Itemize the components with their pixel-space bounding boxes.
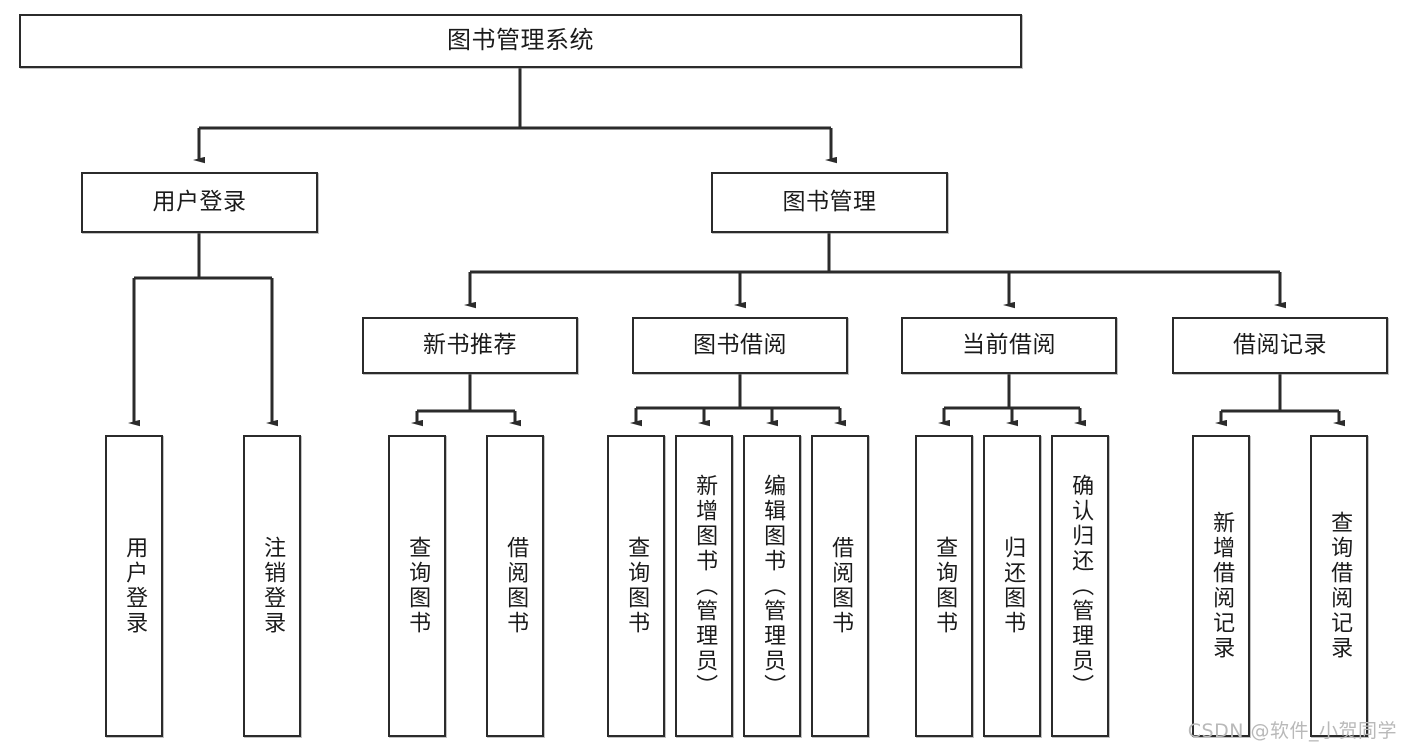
node-leaf-borrow-book[interactable]: 借阅图书	[811, 435, 869, 737]
node-book-manage[interactable]: 图书管理	[711, 172, 948, 233]
node-leaf-return-book[interactable]: 归还图书	[983, 435, 1041, 737]
node-leaf-user-login-label: 用户登录	[122, 536, 148, 636]
node-new-book-recommend-label: 新书推荐	[423, 332, 517, 359]
node-new-book-recommend[interactable]: 新书推荐	[362, 317, 578, 374]
node-leaf-query-book-rec-label: 查询图书	[405, 536, 431, 636]
node-root-system[interactable]: 图书管理系统	[19, 14, 1022, 68]
node-leaf-add-book-admin-label: 新增图书（管理员）	[692, 473, 718, 699]
node-leaf-query-borrow-record[interactable]: 查询借阅记录	[1310, 435, 1368, 737]
node-current-borrow-label: 当前借阅	[962, 332, 1056, 359]
node-user-login-label: 用户登录	[152, 189, 247, 216]
node-leaf-logout-label: 注销登录	[260, 536, 286, 636]
node-borrow-record-label: 借阅记录	[1233, 332, 1327, 359]
node-book-manage-label: 图书管理	[782, 189, 877, 216]
node-leaf-query-book-borrow[interactable]: 查询图书	[607, 435, 665, 737]
node-leaf-borrow-book-label: 借阅图书	[828, 536, 854, 636]
node-leaf-logout[interactable]: 注销登录	[243, 435, 301, 737]
node-leaf-edit-book-admin-label: 编辑图书（管理员）	[760, 473, 786, 699]
watermark-credit: CSDN @软件_小贺同学	[1187, 720, 1397, 742]
node-book-borrow[interactable]: 图书借阅	[632, 317, 848, 374]
node-leaf-add-borrow-record-label: 新增借阅记录	[1209, 511, 1235, 661]
node-leaf-user-login[interactable]: 用户登录	[105, 435, 163, 737]
node-book-borrow-label: 图书借阅	[693, 332, 787, 359]
node-user-login[interactable]: 用户登录	[81, 172, 318, 233]
node-leaf-add-book-admin[interactable]: 新增图书（管理员）	[675, 435, 733, 737]
node-leaf-query-borrow-record-label: 查询借阅记录	[1327, 511, 1353, 661]
node-leaf-edit-book-admin[interactable]: 编辑图书（管理员）	[743, 435, 801, 737]
node-leaf-add-borrow-record[interactable]: 新增借阅记录	[1192, 435, 1250, 737]
node-root-system-label: 图书管理系统	[447, 26, 594, 55]
node-leaf-return-book-label: 归还图书	[1000, 536, 1026, 636]
node-current-borrow[interactable]: 当前借阅	[901, 317, 1117, 374]
node-borrow-record[interactable]: 借阅记录	[1172, 317, 1388, 374]
node-leaf-query-book-cur[interactable]: 查询图书	[915, 435, 973, 737]
node-leaf-borrow-book-rec[interactable]: 借阅图书	[486, 435, 544, 737]
node-leaf-query-book-rec[interactable]: 查询图书	[388, 435, 446, 737]
node-leaf-query-book-borrow-label: 查询图书	[624, 536, 650, 636]
node-leaf-borrow-book-rec-label: 借阅图书	[503, 536, 529, 636]
node-leaf-query-book-cur-label: 查询图书	[932, 536, 958, 636]
node-leaf-confirm-return-admin-label: 确认归还（管理员）	[1068, 473, 1094, 699]
node-leaf-confirm-return-admin[interactable]: 确认归还（管理员）	[1051, 435, 1109, 737]
